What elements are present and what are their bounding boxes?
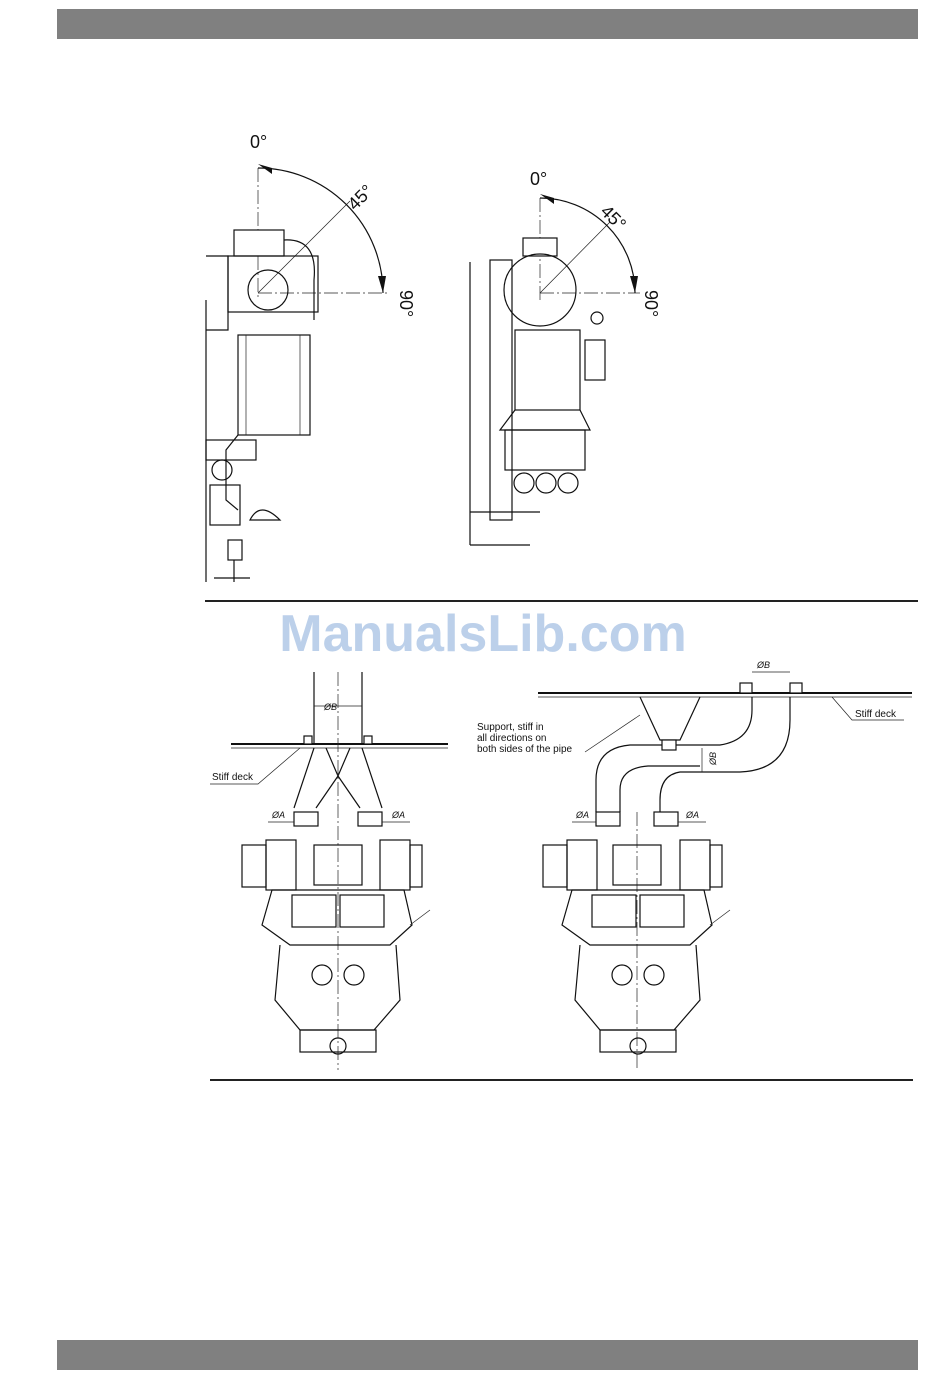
top-left-engine-view: 0° 45° 90°: [206, 132, 416, 582]
bottom-right-engine-view: ØB ØB Support, stiff in all directions o…: [477, 660, 912, 1070]
section-divider: [205, 600, 918, 602]
arrowhead-icon: [258, 164, 272, 174]
top-right-engine-view: 0° 45° 90°: [470, 169, 661, 545]
stiff-deck-label: Stiff deck: [212, 772, 254, 783]
support-note-line1: Support, stiff in: [477, 722, 544, 733]
dim-a-right-label: ØA: [391, 810, 405, 820]
dim-b-top-label: ØB: [756, 660, 770, 670]
angle-90-label: 90°: [641, 290, 661, 317]
arrowhead-icon: [630, 276, 638, 293]
arrowhead-icon: [378, 276, 386, 293]
dim-a-left-label: ØA: [271, 810, 285, 820]
section-divider: [210, 1079, 913, 1081]
dim-a-right-label: ØA: [685, 810, 699, 820]
dim-a-left-label: ØA: [575, 810, 589, 820]
angle-45-label: 45°: [344, 181, 377, 214]
bottom-left-engine-view: ØB Stiff deck ØA ØA: [210, 672, 448, 1070]
support-note-line2: all directions on: [477, 733, 546, 744]
stiff-deck-label: Stiff deck: [855, 709, 897, 720]
support-note-line3: both sides of the pipe: [477, 744, 573, 755]
dim-b-side-label: ØB: [708, 752, 718, 766]
angle-0-label: 0°: [250, 132, 267, 152]
arrowhead-icon: [540, 194, 554, 204]
angle-45-label: 45°: [597, 201, 630, 234]
watermark: ManualsLib.com: [268, 604, 698, 664]
dim-b-label: ØB: [323, 702, 337, 712]
angle-90-label: 90°: [396, 290, 416, 317]
angle-0-label: 0°: [530, 169, 547, 189]
